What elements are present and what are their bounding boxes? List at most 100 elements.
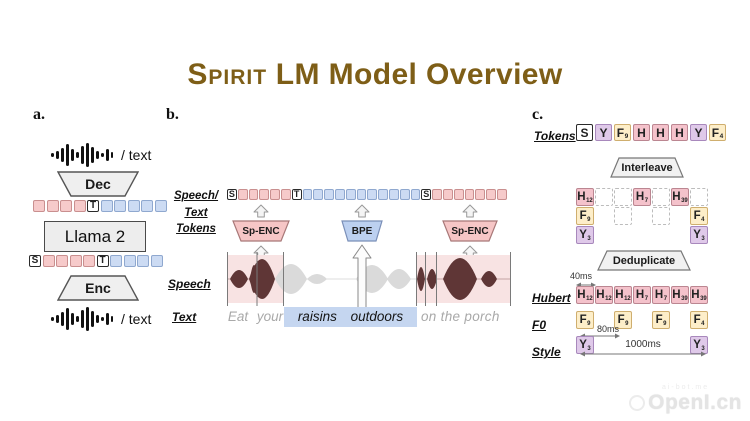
token-y: Y (690, 124, 707, 141)
bpe-shape (341, 220, 383, 242)
interleave-shape (610, 157, 684, 178)
transcript-gray-right: on the porch (421, 309, 500, 324)
token-cell (69, 255, 82, 267)
token-cell (334, 189, 345, 200)
segment-boundaries (227, 252, 511, 306)
arrow-1000ms-icon (580, 351, 706, 357)
watermark-main: OpenI.cn (629, 391, 742, 415)
token-cell (464, 189, 475, 200)
token-cell (83, 255, 95, 267)
transcript-word-raisins: raisins (297, 309, 337, 324)
encoder-trapezoid: Enc (56, 275, 140, 301)
up-arrow-icon (354, 204, 370, 218)
token-s: S (29, 255, 41, 267)
token-placeholder (595, 188, 613, 206)
token-cell (475, 189, 486, 200)
text-label: Text (172, 310, 197, 324)
token-placeholder (614, 207, 632, 225)
token-cell (46, 200, 59, 212)
deduplicate-trapezoid: Deduplicate (597, 250, 691, 271)
token-h: H (652, 124, 669, 141)
io-bottom-label: / text (121, 311, 152, 327)
panel-a-input-bottom: / text (50, 306, 151, 332)
token-placeholder (614, 188, 632, 206)
deduplicate-shape (597, 250, 691, 271)
token-placeholder (652, 207, 670, 225)
token-cell (137, 255, 149, 267)
token-cell (486, 189, 496, 200)
token-cell (259, 189, 270, 200)
token-cell (154, 200, 167, 212)
token-cell (114, 200, 126, 212)
transcript-row: Eat your raisins outdoors on the porch (227, 306, 512, 327)
token-cell (110, 255, 122, 267)
hubert-label: Hubert (532, 291, 571, 305)
token-cell (324, 189, 334, 200)
token-cell (150, 255, 163, 267)
token-cell (410, 189, 421, 200)
token-cell (356, 189, 367, 200)
token-cell (270, 189, 280, 200)
token-s: S (227, 189, 237, 200)
token-cell (56, 255, 68, 267)
token-h: H (671, 124, 688, 141)
sp-enc-shape (442, 220, 498, 242)
transcript-highlight: raisins outdoors (284, 306, 417, 327)
panel-a-letter: a. (33, 106, 45, 123)
token-cell (73, 200, 86, 212)
token-cell (33, 200, 45, 212)
interleave-trapezoid: Interleave (610, 157, 684, 178)
speech-waveform (227, 252, 511, 306)
token-cell (367, 189, 378, 200)
token-cell (100, 200, 113, 212)
decoder-shape (56, 171, 140, 197)
token-cell (496, 189, 507, 200)
token-cell (42, 255, 55, 267)
watermark: ai-bot.me OpenI.cn (629, 384, 742, 415)
panel-c-letter: c. (532, 106, 544, 123)
sp-enc-label: Sp-ENC (242, 225, 280, 237)
token-cell (237, 189, 248, 200)
watermark-logo-icon (629, 395, 646, 411)
tokens-label: Tokens (534, 129, 576, 143)
interleave-label: Interleave (621, 161, 673, 174)
panel-a-input-top: / text (50, 142, 151, 168)
sp-enc-shape (232, 220, 290, 242)
token-row-output: T (33, 200, 167, 212)
waveform-icon (51, 143, 113, 167)
up-arrow-icon (253, 204, 269, 218)
llama2-box: Llama 2 (44, 221, 146, 252)
token-cell (141, 200, 153, 212)
duration-1000ms: 1000ms (625, 339, 661, 350)
token-cell (313, 189, 324, 200)
token-cell (302, 189, 313, 200)
token-cell (60, 200, 72, 212)
token-placeholder (652, 188, 670, 206)
style-label: Style (532, 345, 561, 359)
token-s: S (421, 189, 432, 200)
token-cell (123, 255, 136, 267)
speech-segments-dark (230, 258, 497, 300)
token-cell (345, 189, 356, 200)
duration-40ms: 40ms (570, 271, 593, 281)
sp-enc-label: Sp-ENC (451, 225, 489, 237)
token-y: Y (595, 124, 612, 141)
encoder-label: Enc (85, 280, 111, 296)
deduplicate-label: Deduplicate (612, 254, 676, 267)
